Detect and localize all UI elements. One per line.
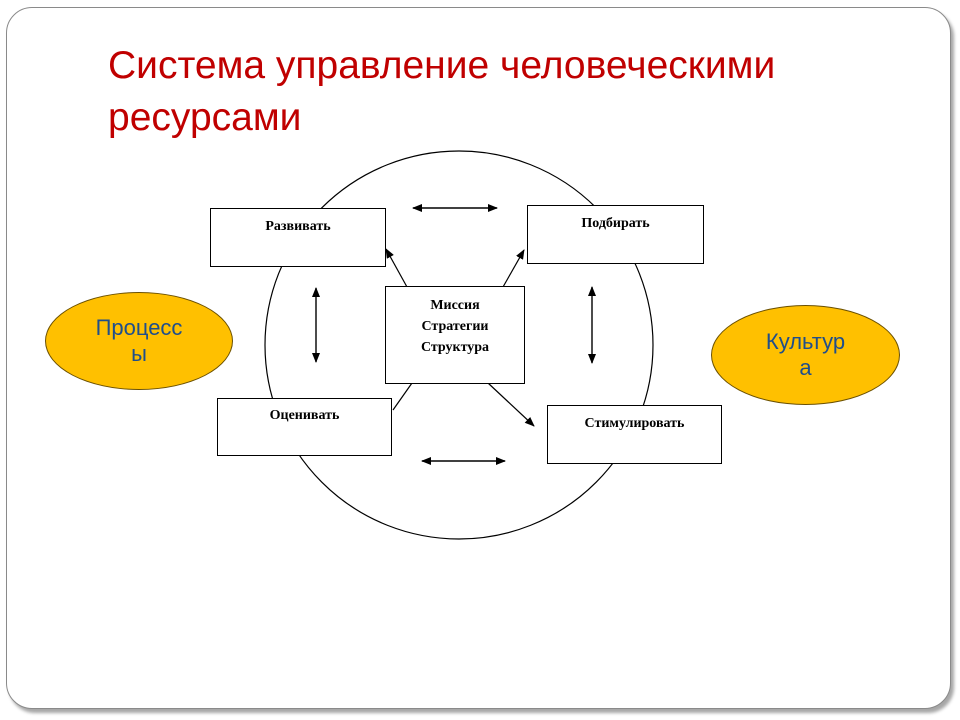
arrow-center-develop (385, 248, 408, 288)
arrow-center-select (502, 249, 525, 288)
culture-label: Культур а (765, 329, 846, 380)
node-evaluate-label: Оценивать (269, 408, 340, 423)
processes-label: Процесс ы (95, 315, 183, 366)
center-box: Миссия Стратегии Структура (385, 286, 525, 384)
slide-title: Система управление человеческими ресурса… (108, 44, 776, 139)
center-line-strategy: Стратегии (421, 319, 489, 334)
arrow-center-stimulate (487, 382, 535, 427)
node-stimulate: Стимулировать (547, 405, 722, 464)
node-develop-label: Развивать (265, 219, 331, 234)
processes-oval: Процесс ы (45, 292, 233, 390)
node-select-label: Подбирать (581, 216, 650, 231)
center-line-mission: Миссия (430, 298, 480, 313)
node-select: Подбирать (527, 205, 704, 264)
culture-oval: Культур а (711, 305, 900, 405)
cycle-circle (264, 150, 654, 540)
node-stimulate-label: Стимулировать (584, 416, 685, 431)
line-center-evaluate (392, 382, 413, 411)
node-evaluate: Оценивать (217, 398, 392, 456)
center-line-structure: Структура (420, 340, 490, 355)
node-develop: Развивать (210, 208, 386, 267)
